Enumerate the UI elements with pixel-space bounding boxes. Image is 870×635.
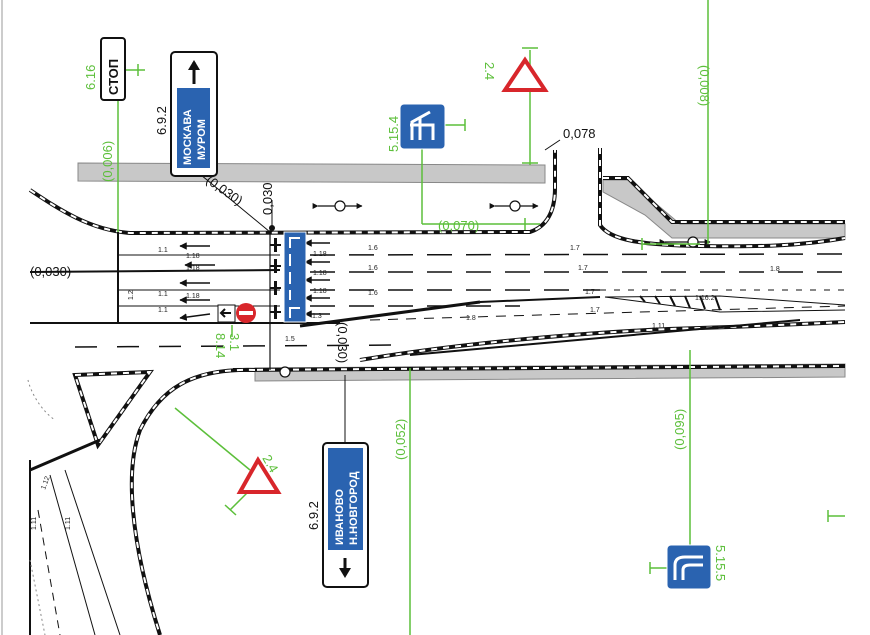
marking-label: 1.7 xyxy=(578,265,588,272)
marking-label: 1.11 xyxy=(652,323,665,330)
marking-label: 1.7 xyxy=(590,307,600,314)
marking-label: 1.8 xyxy=(466,315,476,322)
moskva-direction-sign: МОСКАВА МУРОМ xyxy=(170,51,218,177)
lane-markings xyxy=(29,232,846,356)
dim-left-edge: (0,030) xyxy=(30,264,71,279)
marking-label: 1.8 xyxy=(770,266,780,273)
marking-label: 1.18 xyxy=(186,265,200,272)
stop-text: СТОП xyxy=(106,59,121,95)
leader-lines xyxy=(194,139,561,445)
moskva-code: 6.9.2 xyxy=(154,106,169,135)
upper-sidewalk xyxy=(77,162,546,184)
dim-lower-center: (0,030) xyxy=(335,322,350,363)
dim-left-top: (0,006) xyxy=(100,141,115,182)
marking-label: 1.18 xyxy=(313,288,327,295)
marking-label: 1.7 xyxy=(570,245,580,252)
ivanovo-code: 6.9.2 xyxy=(306,501,321,530)
no-entry-code: 3.1 xyxy=(227,333,242,351)
lane-sign-5-15-5-code: 5.15.5 xyxy=(713,545,728,581)
dim-right-upper: 0,078 xyxy=(563,126,596,141)
ivanovo-line1: ИВАНОВО xyxy=(334,489,346,545)
lane-sign-5-15-4-code: 5.15.4 xyxy=(386,116,401,152)
marking-label: 1.18 xyxy=(186,293,200,300)
traffic-lights xyxy=(269,225,281,319)
marking-label: 1.1 xyxy=(158,247,168,254)
lane-sign-5-15-4 xyxy=(399,103,446,150)
yield-sign-top xyxy=(501,56,549,92)
marking-label: 1.11 xyxy=(31,517,38,530)
dim-upper-small: 0,030 xyxy=(260,182,275,215)
yield-top-code: 2.4 xyxy=(482,62,497,80)
dim-lower-mid: (0,052) xyxy=(393,419,408,460)
marking-label: 1.5 xyxy=(285,336,295,343)
marking-label: 1.1 xyxy=(158,307,168,314)
marking-label: 1.6 xyxy=(368,290,378,297)
ivanovo-direction-sign: ИВАНОВО Н.НОВГОРОД xyxy=(322,442,369,588)
marking-label: 1.11 xyxy=(65,517,72,530)
marking-label: 1.7 xyxy=(585,289,595,296)
marking-label: 1.18 xyxy=(313,270,327,277)
marking-label: 1.12 xyxy=(40,475,51,490)
moskva-line1: МОСКАВА xyxy=(182,109,194,165)
dim-lower-right: (0,095) xyxy=(672,409,687,450)
stop-code: 6.16 xyxy=(83,65,98,90)
hatch-zone xyxy=(639,295,721,311)
branch-road-lines xyxy=(29,460,121,635)
marking-label: 1.6 xyxy=(368,265,378,272)
arrow-plate-code: 8.14 xyxy=(213,333,228,358)
stop-plate: СТОП xyxy=(100,37,126,101)
ivanovo-line2: Н.НОВГОРОД xyxy=(348,471,360,545)
marking-label: 1.18 xyxy=(186,253,200,260)
lane-arrows xyxy=(179,239,330,321)
marking-label: 1.6 xyxy=(368,245,378,252)
marking-labels: 1.1 1.1 1.1 1.18 1.18 1.18 1.18 1.18 1.1… xyxy=(31,245,780,530)
lane-sign-5-15-5 xyxy=(666,544,712,590)
road-edges xyxy=(27,148,846,635)
dim-upper-kerb: (0,070) xyxy=(438,218,479,233)
marking-label: 1.2 xyxy=(128,290,135,300)
yield-sign-bottom xyxy=(236,456,282,494)
dim-top-right: (0,008) xyxy=(697,65,712,106)
marking-label: 1.3 xyxy=(312,313,322,320)
no-entry-sign xyxy=(217,303,256,323)
marking-label: 1.16.2 xyxy=(695,295,715,302)
moskva-line2: МУРОМ xyxy=(196,119,208,160)
marking-label: 1.18 xyxy=(313,251,327,258)
lane-direction-plates xyxy=(283,231,307,323)
marking-label: 1.1 xyxy=(158,291,168,298)
